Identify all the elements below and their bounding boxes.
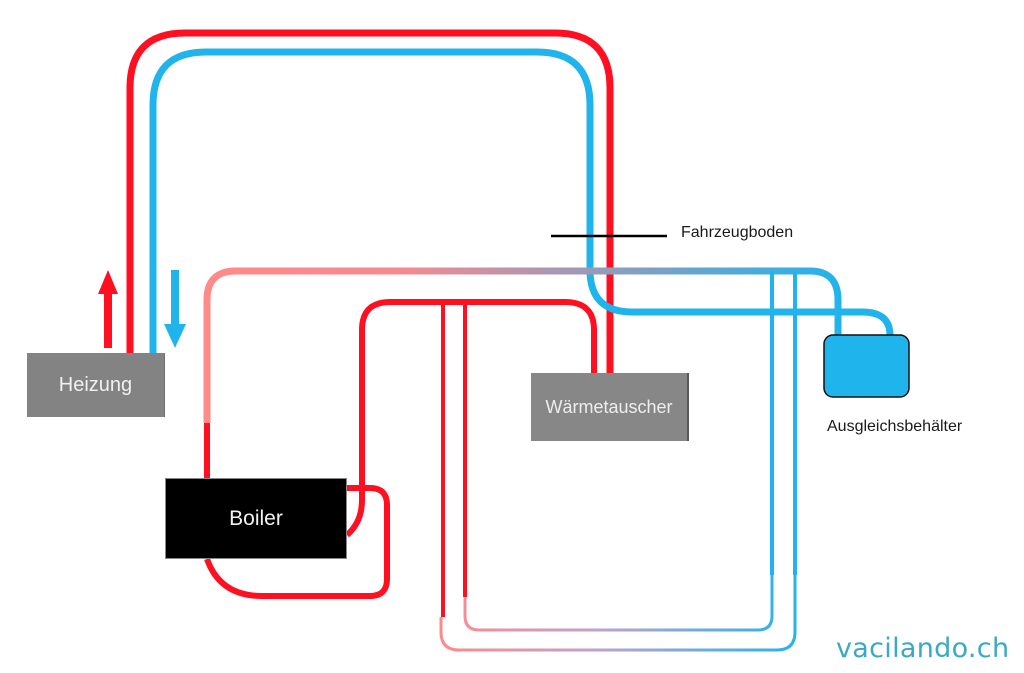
watermark: vacilando.ch [836,633,1010,664]
hot-supply-pipe-top-loop [126,29,614,373]
gradient-pipe-bottom-outer [439,573,797,652]
gradient-pipe-bottom-inner [463,574,774,632]
cold-return-pipe-top-loop [149,48,894,353]
return-arrow-down-icon [164,270,186,348]
heater-unit: Heizung [27,353,165,417]
boiler-unit: Boiler [165,478,347,559]
boiler-label: Boiler [229,506,283,530]
vehicle-floor-label: Fahrzeugboden [681,224,794,241]
hot-pipe-heat-exchanger-loop [344,299,597,538]
gradient-pipe-upper [203,267,842,423]
supply-arrow-up-icon [98,270,118,348]
heat-exchanger-label: Wärmetauscher [545,396,673,417]
expansion-tank-label: Ausgleichsbehälter [827,418,963,435]
heater-label: Heizung [58,373,133,396]
heat-exchanger-unit: Wärmetauscher [531,373,689,441]
expansion-tank-icon [823,334,910,398]
hot-pipe-boiler-bottom-loop [204,485,390,599]
